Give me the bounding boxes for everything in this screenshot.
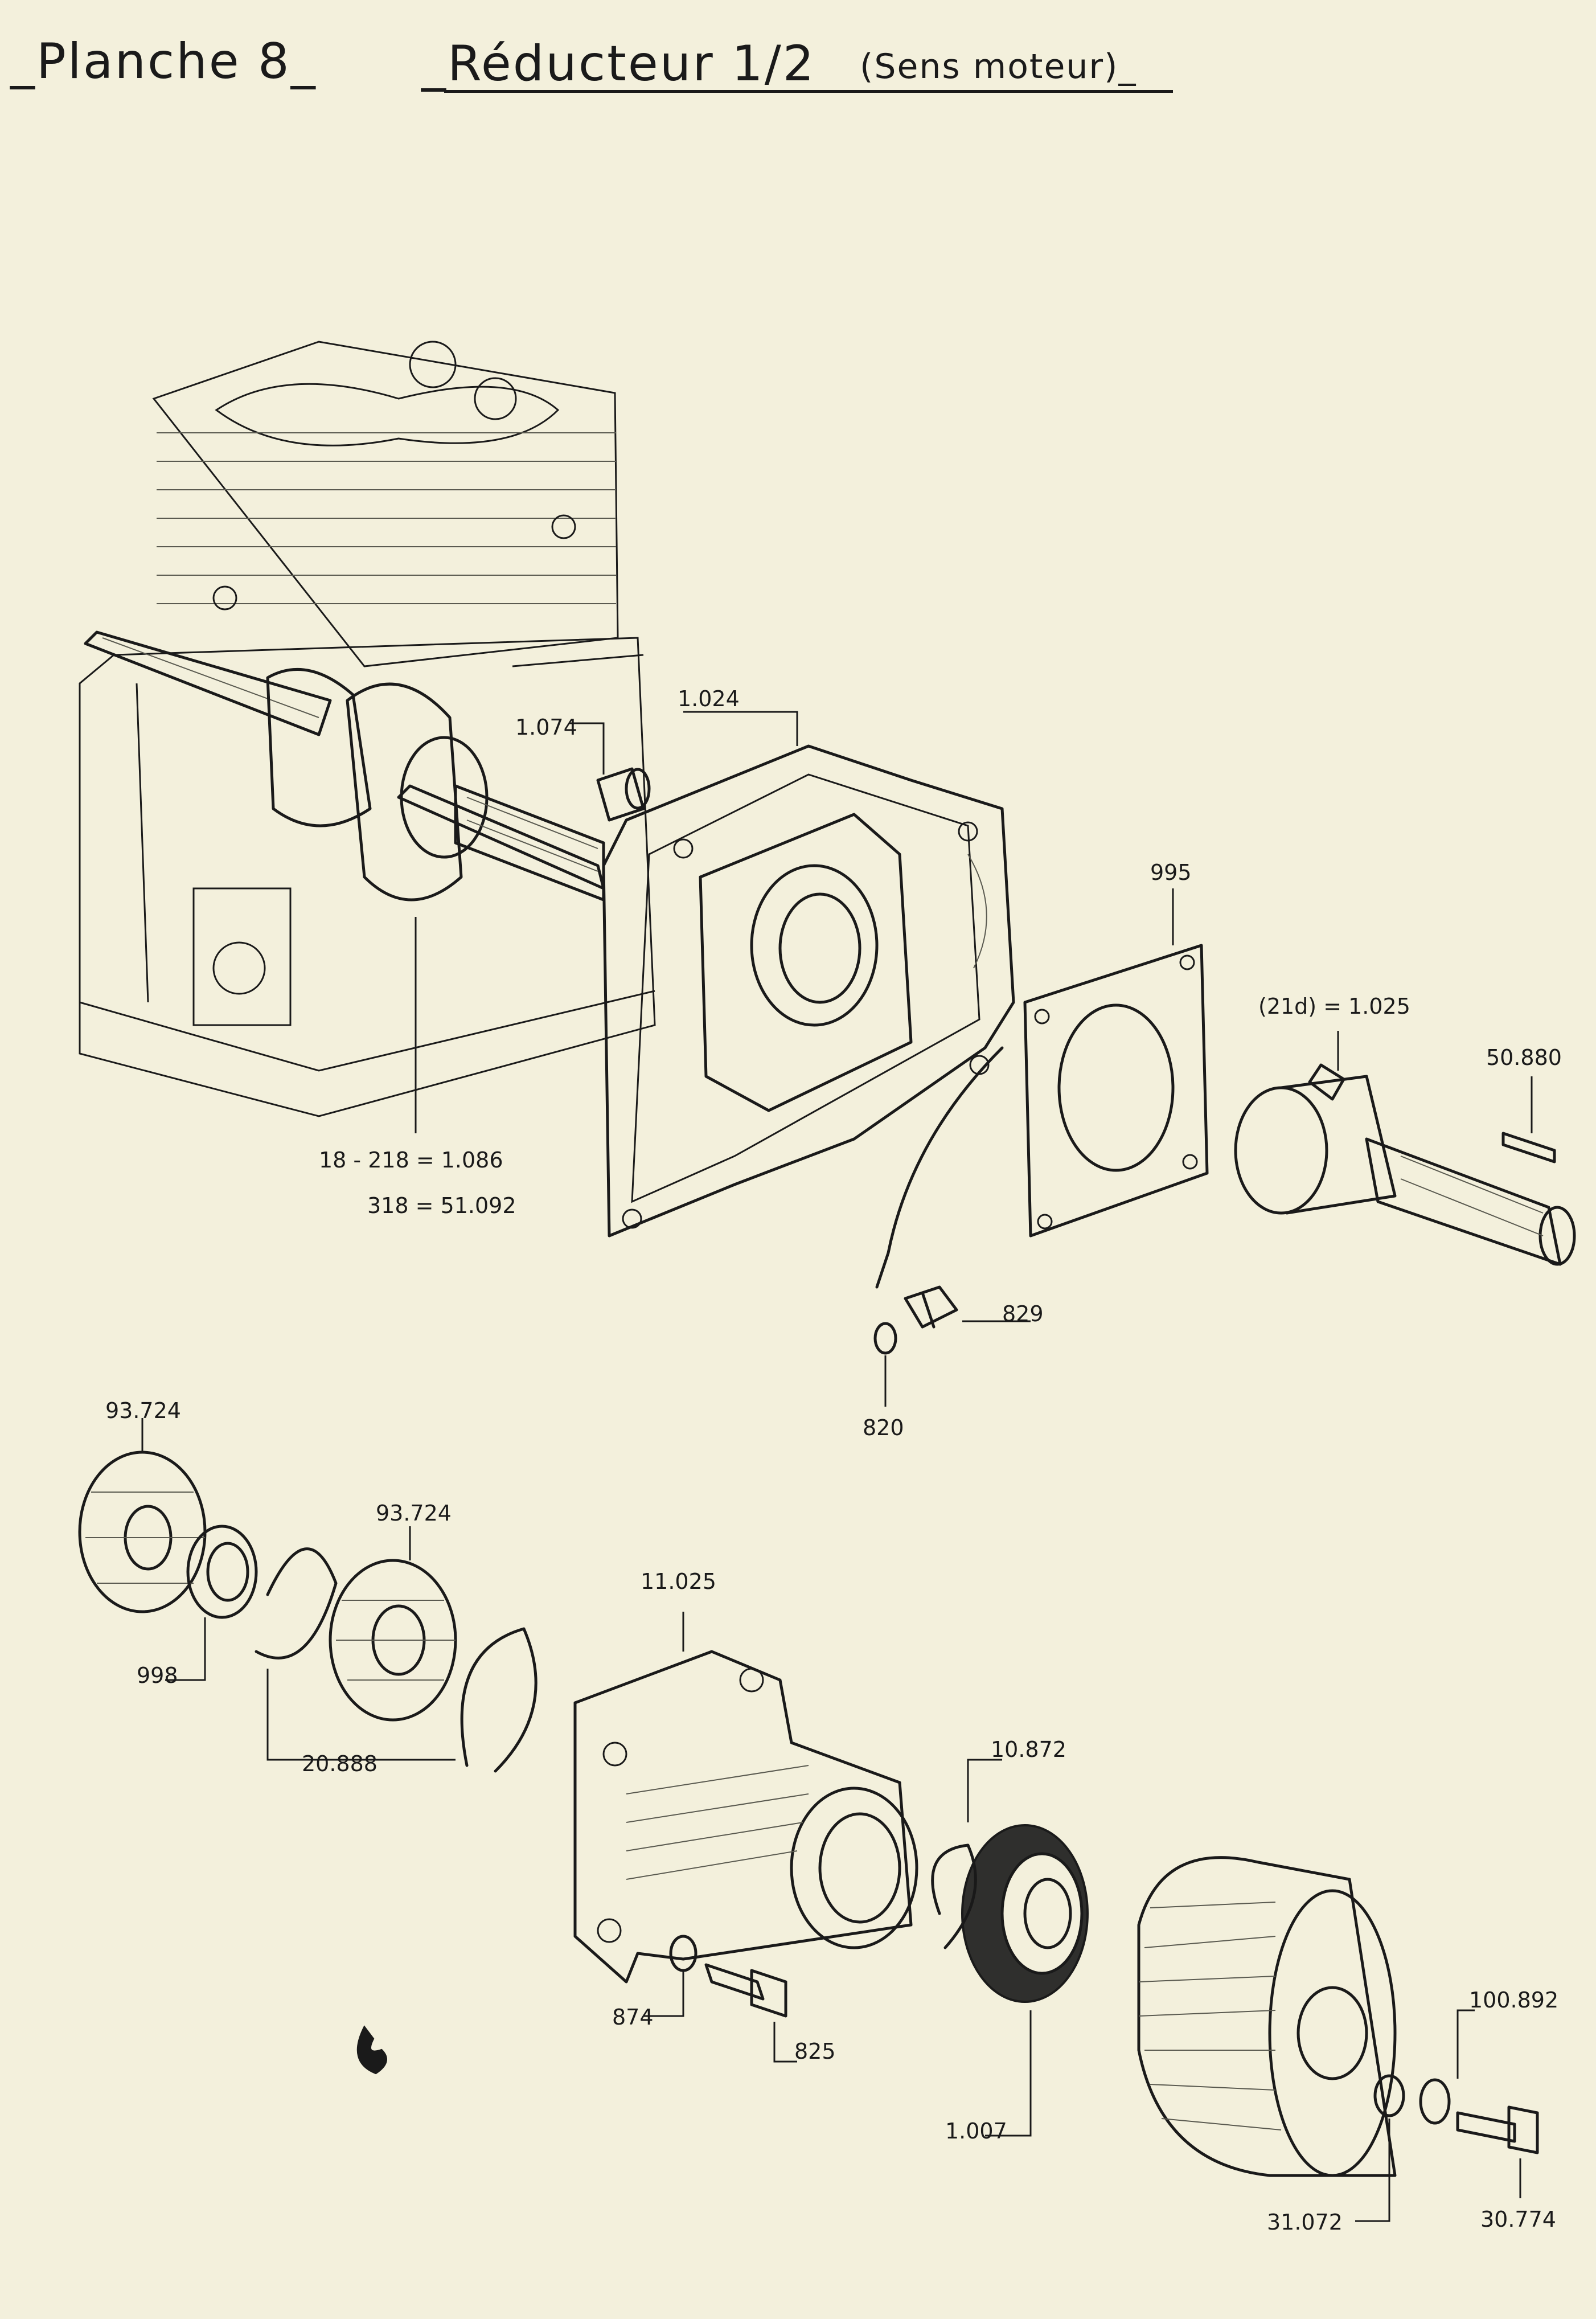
- label-100892: 100.892: [1469, 1988, 1558, 2013]
- label-998: 998: [137, 1663, 178, 1688]
- ink-smudge: [356, 2025, 387, 2075]
- part-995-gasket: [1023, 944, 1209, 1238]
- part-829-bolt: [904, 1285, 958, 1329]
- label-1007: 1.007: [945, 2119, 1007, 2144]
- part-31072-washer: [1373, 2074, 1405, 2117]
- label-820: 820: [863, 1415, 904, 1440]
- pulley: [1137, 1856, 1397, 2177]
- part-1007-seal: [961, 1824, 1089, 2003]
- label-93724-b: 93.724: [376, 1501, 452, 1526]
- part-20888-circlip-b: [460, 1627, 538, 1773]
- label-50880: 50.880: [1486, 1045, 1562, 1070]
- gasket-leader-curve: [875, 1046, 1004, 1289]
- engine-cylinder: [152, 341, 619, 667]
- label-1024: 1.024: [678, 686, 740, 711]
- page-subtitle: (Sens moteur)_: [860, 47, 1137, 87]
- label-51092: 318 = 51.092: [367, 1193, 516, 1218]
- part-1025-shaft: [1234, 1063, 1576, 1266]
- label-93724-a: 93.724: [105, 1398, 181, 1423]
- part-20888-circlip-a: [255, 1547, 338, 1660]
- part-825-bolt: [704, 1963, 787, 2018]
- part-820-washer: [873, 1322, 897, 1355]
- label-874: 874: [612, 2005, 654, 2030]
- part-11025-housing: [573, 1650, 918, 1984]
- part-30774-bolt: [1456, 2105, 1539, 2154]
- label-10872: 10.872: [991, 1737, 1066, 1762]
- part-100892-lockwasher: [1419, 2078, 1451, 2125]
- plate-number: _Planche 8_: [10, 33, 317, 90]
- label-1074: 1.074: [515, 715, 577, 740]
- label-20888: 20.888: [302, 1751, 378, 1776]
- label-825: 825: [794, 2039, 836, 2064]
- engine-crankcase: [79, 637, 656, 1117]
- part-93724-bearing-right: [329, 1559, 457, 1722]
- part-998-spacer: [186, 1525, 258, 1619]
- title-underline: [444, 90, 1173, 93]
- label-1086: 18 - 218 = 1.086: [319, 1148, 503, 1173]
- page-title: _Réducteur 1/2: [421, 35, 816, 92]
- label-995: 995: [1150, 860, 1192, 885]
- part-874-washer: [669, 1935, 698, 1972]
- part-50880-key: [1501, 1132, 1556, 1163]
- label-11025: 11.025: [641, 1569, 716, 1594]
- part-1024-housing-cover: [602, 744, 1015, 1238]
- label-30774: 30.774: [1480, 2207, 1556, 2232]
- part-1074-dowel: [596, 767, 651, 822]
- label-1025: (21d) = 1.025: [1258, 994, 1410, 1019]
- part-93724-bearing-left: [78, 1451, 207, 1613]
- leader-lines: [141, 711, 1533, 2222]
- label-31072: 31.072: [1267, 2210, 1343, 2235]
- page-header: _Planche 8_ _Réducteur 1/2 (Sens moteur)…: [0, 23, 1596, 114]
- label-829: 829: [1002, 1301, 1044, 1326]
- crankshaft: [84, 630, 605, 902]
- part-labels: 1.074 1.024 995 (21d) = 1.025 50.880 18 …: [105, 686, 1562, 2235]
